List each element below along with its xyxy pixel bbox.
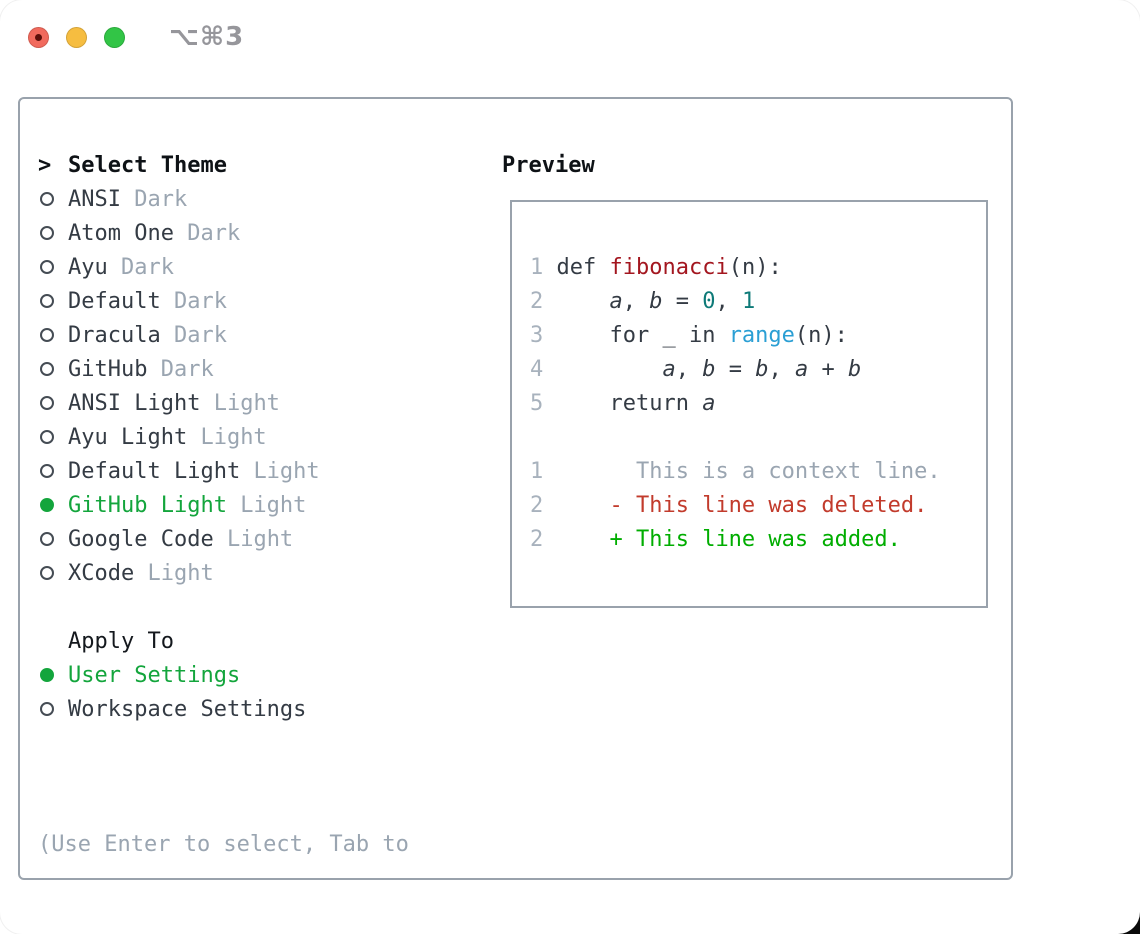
theme-name: ANSI Light xyxy=(68,390,214,416)
theme-name: Default Light xyxy=(68,458,254,484)
theme-name: Atom One xyxy=(68,220,188,246)
minimize-button[interactable] xyxy=(66,26,87,48)
titlebar: ⌥⌘3 xyxy=(0,0,1140,74)
theme-variant: Light xyxy=(147,560,214,586)
line-number: 2 xyxy=(530,493,557,518)
preview-box: 1 def fibonacci(n): 2 a, b = 0, 1 3 for _ … xyxy=(510,200,988,608)
select-theme-title: Select Theme xyxy=(68,152,227,178)
code-line: 3 for _ in range(n): xyxy=(530,323,848,348)
theme-name: Default xyxy=(68,288,174,314)
cursor-prefix-icon: > xyxy=(38,152,52,178)
radio-icon xyxy=(38,328,68,342)
theme-item-default-light[interactable]: Default Light Light xyxy=(38,454,498,488)
theme-variant: Light xyxy=(240,492,307,518)
theme-variant: Light xyxy=(200,424,267,450)
spacer xyxy=(38,590,498,624)
radio-icon xyxy=(38,532,68,546)
code-line: 2 a, b = 0, 1 xyxy=(530,289,756,314)
radio-icon xyxy=(38,430,68,444)
line-number: 4 xyxy=(530,357,557,382)
radio-icon xyxy=(38,192,68,206)
line-number: 2 xyxy=(530,289,557,314)
theme-name: Ayu Light xyxy=(68,424,201,450)
theme-item-ayu[interactable]: Ayu Dark xyxy=(38,250,498,284)
code-line: 4 a, b = b, a + b xyxy=(530,357,862,382)
hint-line-1: (Use Enter to select, Tab to xyxy=(38,832,409,857)
theme-variant: Dark xyxy=(160,356,214,382)
apply-option-label: Workspace Settings xyxy=(68,696,307,722)
theme-name: Google Code xyxy=(68,526,227,552)
theme-variant: Light xyxy=(226,526,294,552)
theme-item-google-code[interactable]: Google Code Light xyxy=(38,522,498,556)
radio-icon xyxy=(38,260,68,274)
code-line: 2 - This line was deleted. xyxy=(530,493,928,518)
line-number xyxy=(530,425,557,450)
theme-item-dracula[interactable]: Dracula Dark xyxy=(38,318,498,352)
line-number: 2 xyxy=(530,527,557,552)
theme-item-ansi[interactable]: ANSI Dark xyxy=(38,182,498,216)
theme-item-ansi-light[interactable]: ANSI Light Light xyxy=(38,386,498,420)
code-line: 2 + This line was added. xyxy=(530,527,901,552)
theme-item-github[interactable]: GitHub Dark xyxy=(38,352,498,386)
theme-item-github-light[interactable]: GitHub Light Light xyxy=(38,488,498,522)
theme-variant: Light xyxy=(253,458,320,484)
theme-name: GitHub xyxy=(68,356,161,382)
hint-text: (Use Enter to select, Tab to change focu… xyxy=(38,760,498,934)
apply-option-label: User Settings xyxy=(68,662,241,688)
radio-icon xyxy=(38,464,68,478)
line-number: 3 xyxy=(530,323,557,348)
theme-item-default[interactable]: Default Dark xyxy=(38,284,498,318)
theme-name: Dracula xyxy=(68,322,174,348)
theme-item-xcode[interactable]: XCode Light xyxy=(38,556,498,590)
close-active-dot-icon xyxy=(35,33,42,41)
preview-section: Preview 1 def fibonacci(n): 2 a, b = 0, 1… xyxy=(502,148,988,608)
theme-name: ANSI xyxy=(68,186,135,212)
theme-name: GitHub Light xyxy=(68,492,241,518)
maximize-button[interactable] xyxy=(104,26,125,48)
select-theme-header: > Select Theme xyxy=(38,148,498,182)
theme-variant: Dark xyxy=(187,220,241,246)
theme-item-atom-one[interactable]: Atom One Dark xyxy=(38,216,498,250)
theme-name: Ayu xyxy=(68,254,121,280)
apply-option-workspace-settings[interactable]: Workspace Settings xyxy=(38,692,498,726)
code-line xyxy=(530,421,986,455)
theme-item-ayu-light[interactable]: Ayu Light Light xyxy=(38,420,498,454)
theme-variant: Dark xyxy=(134,186,188,212)
hint-line-2: change focus) xyxy=(38,930,498,934)
code-line: 5 return a xyxy=(530,391,716,416)
code-line: 1 def fibonacci(n): xyxy=(530,255,782,280)
radio-icon xyxy=(38,226,68,240)
theme-variant: Dark xyxy=(173,322,227,348)
preview-title: Preview xyxy=(502,152,595,178)
line-number: 1 xyxy=(530,459,557,484)
radio-icon xyxy=(38,294,68,308)
theme-variant: Light xyxy=(213,390,280,416)
line-number: 1 xyxy=(530,255,557,280)
theme-variant: Dark xyxy=(173,288,227,314)
window-title: ⌥⌘3 xyxy=(169,22,245,52)
code-line: 1 This is a context line. xyxy=(530,459,941,484)
radio-selected-icon xyxy=(38,498,68,512)
radio-icon xyxy=(38,702,68,716)
radio-selected-icon xyxy=(38,668,68,682)
spacer xyxy=(38,726,498,760)
apply-option-user-settings[interactable]: User Settings xyxy=(38,658,498,692)
apply-to-header: Apply To xyxy=(68,628,174,654)
theme-name: XCode xyxy=(68,560,148,586)
close-button[interactable] xyxy=(28,26,49,48)
line-number: 5 xyxy=(530,391,557,416)
theme-variant: Dark xyxy=(120,254,174,280)
radio-icon xyxy=(38,362,68,376)
preview-header: Preview xyxy=(502,148,988,182)
radio-icon xyxy=(38,566,68,580)
radio-icon xyxy=(38,396,68,410)
